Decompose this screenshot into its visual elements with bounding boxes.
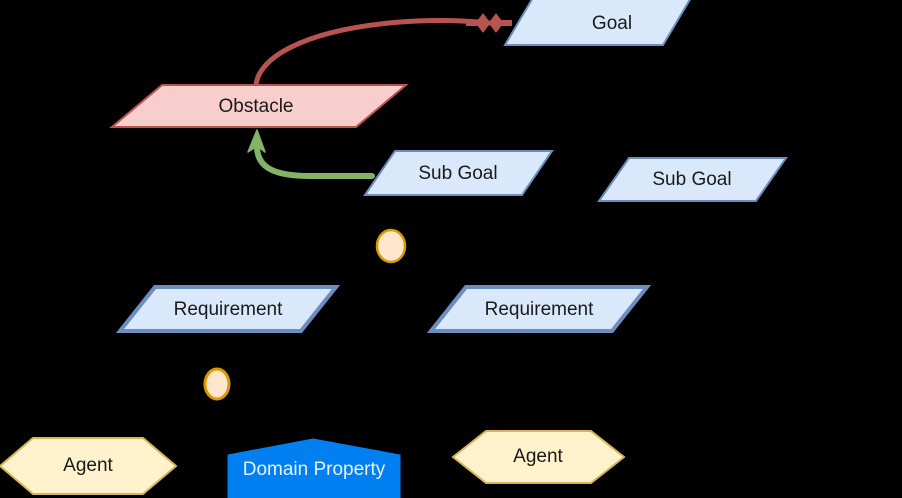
obstacle-shape xyxy=(109,84,409,128)
node-domain-property[interactable]: Domain Property xyxy=(227,438,401,498)
edge-resolution[interactable] xyxy=(247,129,375,179)
obstruction-arrowhead-diamond-inner xyxy=(475,13,491,33)
refinement-circle-upper-shape xyxy=(375,228,407,264)
node-agent-left[interactable]: Agent xyxy=(0,437,178,495)
subgoal-left-shape xyxy=(363,150,554,196)
obstruction-arrowhead-tip xyxy=(500,20,512,26)
node-obstacle[interactable]: Obstacle xyxy=(109,84,409,128)
edge-obstruction[interactable] xyxy=(253,13,512,90)
node-requirement-right[interactable]: Requirement xyxy=(426,285,652,333)
requirement-right-shape xyxy=(426,285,652,333)
obstruction-arrowhead-tail xyxy=(466,20,480,26)
requirement-left-shape xyxy=(115,285,341,333)
resolution-edge-line xyxy=(254,145,375,179)
node-refinement-circle-lower[interactable] xyxy=(203,367,231,401)
goal-shape xyxy=(503,0,691,46)
node-subgoal-left[interactable]: Sub Goal xyxy=(363,150,554,196)
node-subgoal-right[interactable]: Sub Goal xyxy=(597,157,788,202)
node-goal[interactable]: Goal xyxy=(503,0,692,46)
agent-right-shape xyxy=(451,430,626,484)
domain-property-shape xyxy=(227,438,401,498)
refinement-circle-lower-shape xyxy=(203,367,231,401)
node-requirement-left[interactable]: Requirement xyxy=(115,285,341,333)
node-agent-right[interactable]: Agent xyxy=(451,430,626,484)
resolution-arrowhead xyxy=(247,129,266,153)
node-refinement-circle-upper[interactable] xyxy=(375,228,407,264)
obstruction-edge-line xyxy=(253,17,492,90)
agent-left-shape xyxy=(0,437,178,495)
subgoal-right-shape xyxy=(597,157,788,202)
